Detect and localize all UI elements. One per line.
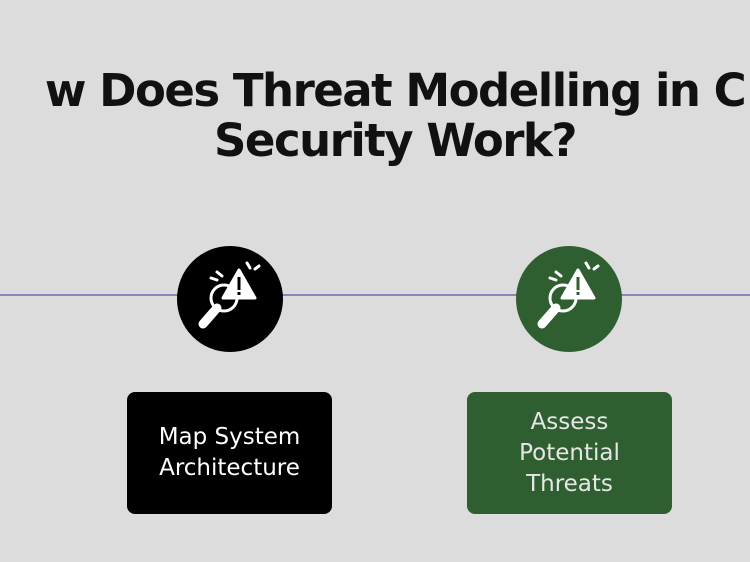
- threat-search-graphic: [537, 261, 600, 329]
- step-label: Map System Architecture: [158, 424, 301, 481]
- step-label: Assess Potential Threats: [519, 408, 620, 497]
- page-title: w Does Threat Modelling in C Security Wo…: [44, 64, 747, 167]
- threat-search-graphic: [198, 261, 261, 329]
- threat-search-icon: [177, 246, 283, 352]
- step-card-assess-potential-threats: Assess Potential Threats: [467, 392, 672, 514]
- threat-search-icon: [516, 246, 622, 352]
- step-card-map-system-architecture: Map System Architecture: [127, 392, 332, 514]
- timeline-connector: [0, 294, 750, 296]
